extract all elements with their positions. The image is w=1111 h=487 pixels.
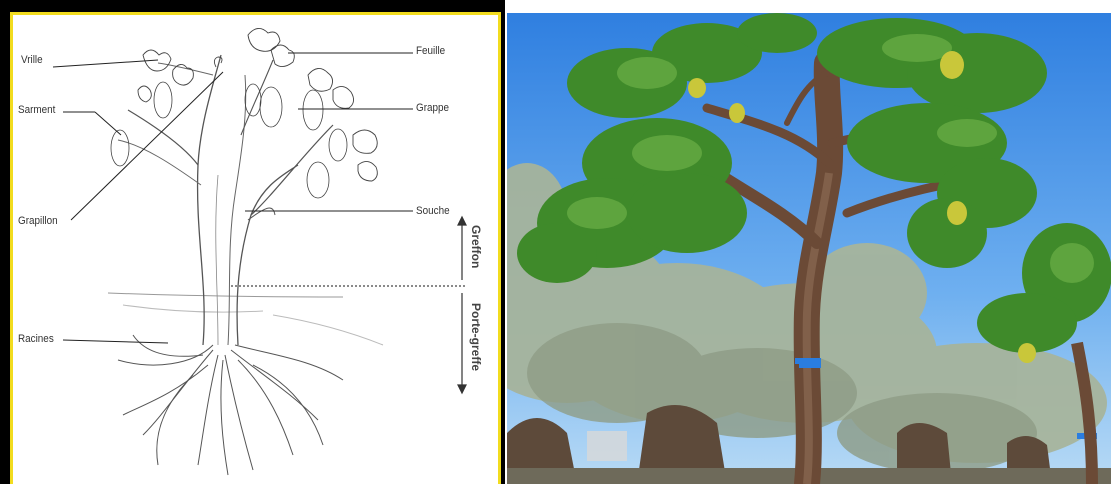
label-grappe: Grappe — [416, 102, 449, 114]
label-racines: Racines — [18, 333, 54, 345]
label-greffon: Greffon — [469, 225, 483, 268]
label-vrille: Vrille — [21, 54, 43, 66]
label-feuille: Feuille — [416, 45, 445, 57]
vine-sketch — [13, 15, 498, 487]
diagram-panel: Vrille Sarment Grapillon Racines Feuille… — [0, 0, 505, 484]
label-grapillon: Grapillon — [18, 215, 58, 227]
label-sarment: Sarment — [18, 104, 55, 116]
vine-photo — [507, 13, 1111, 484]
vine-tree-photo-illustration — [507, 13, 1111, 484]
label-souche: Souche — [416, 205, 450, 217]
vine-diagram-frame: Vrille Sarment Grapillon Racines Feuille… — [10, 12, 501, 484]
label-porte-greffe: Porte-greffe — [469, 303, 483, 371]
